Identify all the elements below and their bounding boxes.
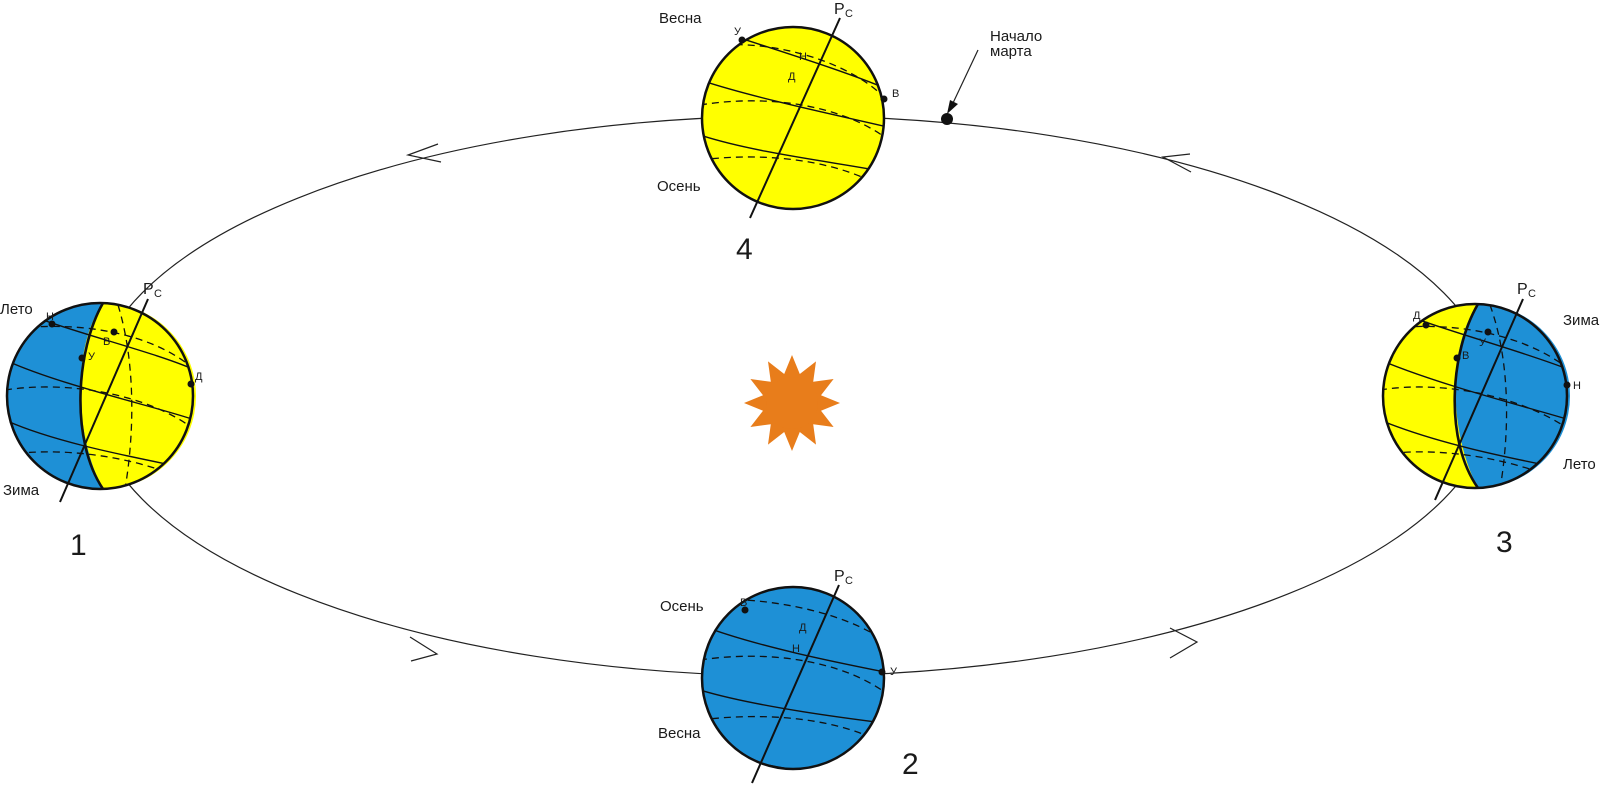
arrow-top-left: [405, 143, 442, 163]
point-v: В: [892, 88, 899, 100]
pole-label-sub: C: [1528, 288, 1536, 300]
season-bottom-label: Весна: [658, 725, 701, 742]
point-d: Д: [1413, 310, 1421, 322]
pole-label-sub: C: [154, 288, 162, 300]
season-bottom-label: Зима: [3, 482, 40, 499]
position-number: 4: [736, 233, 753, 266]
season-top-label: Весна: [659, 10, 702, 27]
season-top-label: Лето: [0, 301, 33, 318]
point-n: Н: [46, 311, 54, 323]
point-d: Д: [788, 71, 796, 83]
point-v: В: [1462, 350, 1469, 362]
pole-label: P: [834, 568, 845, 585]
march-marker: Начало марта: [941, 28, 1042, 125]
orbit-direction-arrows: [405, 143, 1199, 662]
season-top-label: Осень: [660, 598, 704, 615]
earth-position-3: Д В У Н P C Зима Лето 3: [1381, 281, 1600, 559]
march-label-line2: марта: [990, 43, 1032, 60]
position-number: 2: [902, 748, 919, 781]
point-u: У: [88, 351, 96, 363]
point-v: В: [740, 597, 747, 609]
earth-axis: [751, 584, 840, 784]
point-d: Д: [799, 622, 807, 634]
march-dot: [941, 113, 953, 125]
march-label-line1: Начало: [990, 28, 1042, 45]
arrow-bottom-right: [1169, 627, 1199, 659]
season-bottom-label: Лето: [1563, 456, 1596, 473]
pole-label-sub: C: [845, 575, 853, 587]
point-n: Н: [792, 643, 800, 655]
earth-position-1: Н У В Д P C Лето Зима 1: [0, 281, 203, 562]
position-number: 3: [1496, 526, 1513, 559]
point-n: Н: [799, 51, 807, 63]
earth-axis: [749, 17, 841, 219]
earth-position-4: У Н Д В P C Весна Осень 4: [657, 1, 899, 266]
earth-position-2: В Д Н У P C Осень Весна 2: [658, 568, 919, 784]
point-v: В: [103, 336, 110, 348]
arrow-top-right: [1161, 153, 1192, 173]
pole-label: P: [143, 281, 154, 298]
earth-axis: [1434, 298, 1524, 501]
pole-label-sub: C: [845, 8, 853, 20]
point-u: У: [734, 26, 742, 38]
point-d: Д: [195, 371, 203, 383]
point-u: У: [1479, 337, 1487, 349]
position-number: 1: [70, 529, 87, 562]
point-u: У: [890, 666, 898, 678]
season-top-label: Зима: [1563, 312, 1600, 329]
pole-label: P: [834, 1, 845, 18]
season-bottom-label: Осень: [657, 178, 701, 195]
point-n: Н: [1573, 380, 1581, 392]
arrow-bottom-left: [409, 636, 439, 662]
sun-icon: [744, 355, 840, 451]
pole-label: P: [1517, 281, 1528, 298]
earth-axis: [59, 298, 149, 503]
